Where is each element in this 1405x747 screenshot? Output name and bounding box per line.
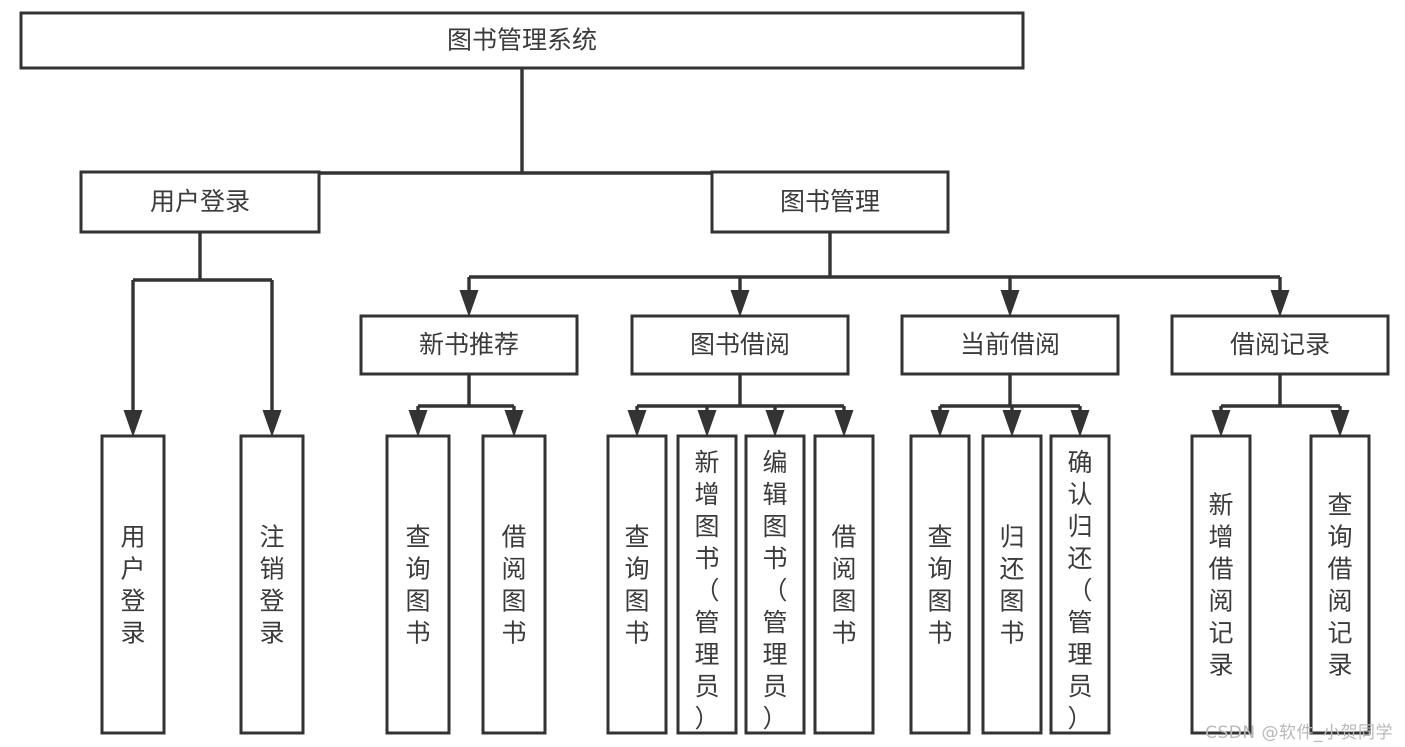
node-label-leaf-add-book: 新增图书（管理员）	[694, 448, 719, 733]
node-box-leaf-confirm-return	[1049, 434, 1111, 735]
arrow-head-leaf-user-logout	[262, 410, 282, 437]
node-label-leaf-edit-book: 编辑图书（管理员）	[762, 448, 787, 733]
node-current-borrow[interactable]: 当前借阅	[900, 314, 1120, 376]
node-label-leaf-borrow-book-1: 借阅图书	[501, 522, 526, 647]
node-box-root	[19, 11, 1025, 70]
node-box-leaf-user-logout	[239, 434, 305, 735]
node-label-user-login: 用户登录	[150, 187, 250, 216]
arrow-head-current-borrow	[1000, 290, 1020, 317]
node-book-management[interactable]: 图书管理	[710, 170, 950, 234]
arrow-head-leaf-query-book-2	[627, 410, 647, 437]
node-leaf-query-book-2[interactable]: 查询图书	[606, 434, 668, 735]
node-label-leaf-user-logout: 注销登录	[259, 522, 284, 647]
node-box-leaf-return-book	[981, 434, 1043, 735]
node-leaf-user-login[interactable]: 用户登录	[100, 434, 166, 735]
node-box-leaf-borrow-book-1	[481, 434, 547, 735]
node-leaf-edit-book[interactable]: 编辑图书（管理员）	[744, 434, 806, 735]
node-leaf-confirm-return[interactable]: 确认归还（管理员）	[1049, 434, 1111, 735]
node-box-leaf-query-record	[1309, 434, 1371, 735]
arrow-head-leaf-query-book-1	[408, 410, 428, 437]
node-leaf-user-logout[interactable]: 注销登录	[239, 434, 305, 735]
node-label-leaf-user-login: 用户登录	[120, 522, 145, 647]
node-box-book-management	[710, 170, 950, 234]
arrow-head-leaf-user-login	[123, 410, 143, 437]
node-label-leaf-query-book-1: 查询图书	[405, 522, 430, 647]
node-leaf-borrow-book-1[interactable]: 借阅图书	[481, 434, 547, 735]
arrow-head-borrow-record	[1270, 290, 1290, 317]
arrow-head-leaf-add-record	[1211, 410, 1231, 437]
node-root[interactable]: 图书管理系统	[19, 11, 1025, 70]
node-label-new-book-recommend: 新书推荐	[419, 330, 519, 359]
node-box-leaf-add-record	[1190, 434, 1252, 735]
node-new-book-recommend[interactable]: 新书推荐	[359, 314, 579, 376]
node-label-current-borrow: 当前借阅	[960, 330, 1060, 359]
arrow-head-new-book-recommend	[459, 290, 479, 317]
node-box-borrow-record	[1170, 314, 1390, 376]
node-leaf-return-book[interactable]: 归还图书	[981, 434, 1043, 735]
connectors-layer	[123, 68, 1350, 437]
node-box-leaf-query-book-2	[606, 434, 668, 735]
watermark: CSDN @软件_小贺同学	[1205, 723, 1393, 743]
arrow-head-leaf-borrow-book-2	[834, 410, 854, 437]
arrow-head-leaf-query-record	[1330, 410, 1350, 437]
node-label-leaf-query-book-2: 查询图书	[624, 522, 649, 647]
node-box-leaf-query-book-1	[385, 434, 451, 735]
nodes-layer: 图书管理系统用户登录图书管理新书推荐图书借阅当前借阅借阅记录用户登录注销登录查询…	[19, 11, 1390, 735]
node-label-leaf-query-record: 查询借阅记录	[1327, 490, 1352, 679]
node-leaf-add-record[interactable]: 新增借阅记录	[1190, 434, 1252, 735]
node-box-leaf-user-login	[100, 434, 166, 735]
node-label-leaf-return-book: 归还图书	[999, 522, 1024, 647]
node-box-leaf-edit-book	[744, 434, 806, 735]
node-label-book-borrow: 图书借阅	[690, 330, 790, 359]
arrow-head-leaf-return-book	[1002, 410, 1022, 437]
arrow-head-book-borrow	[730, 290, 750, 317]
node-label-leaf-borrow-book-2: 借阅图书	[831, 522, 856, 647]
node-box-user-login	[79, 170, 321, 234]
node-box-leaf-add-book	[676, 434, 738, 735]
node-label-leaf-add-record: 新增借阅记录	[1208, 490, 1233, 679]
node-label-leaf-confirm-return: 确认归还（管理员）	[1067, 448, 1092, 733]
node-borrow-record[interactable]: 借阅记录	[1170, 314, 1390, 376]
node-user-login[interactable]: 用户登录	[79, 170, 321, 234]
node-leaf-query-book-3[interactable]: 查询图书	[909, 434, 971, 735]
node-leaf-query-record[interactable]: 查询借阅记录	[1309, 434, 1371, 735]
node-box-book-borrow	[630, 314, 850, 376]
node-leaf-borrow-book-2[interactable]: 借阅图书	[813, 434, 875, 735]
node-label-root: 图书管理系统	[447, 26, 597, 55]
node-book-borrow[interactable]: 图书借阅	[630, 314, 850, 376]
arrow-head-leaf-add-book	[697, 410, 717, 437]
node-box-current-borrow	[900, 314, 1120, 376]
node-box-leaf-query-book-3	[909, 434, 971, 735]
node-label-book-management: 图书管理	[780, 187, 880, 216]
arrow-head-leaf-query-book-3	[930, 410, 950, 437]
node-leaf-add-book[interactable]: 新增图书（管理员）	[676, 434, 738, 735]
node-label-borrow-record: 借阅记录	[1230, 330, 1330, 359]
node-box-new-book-recommend	[359, 314, 579, 376]
arrow-head-leaf-confirm-return	[1070, 410, 1090, 437]
arrow-head-leaf-edit-book	[765, 410, 785, 437]
node-label-leaf-query-book-3: 查询图书	[927, 522, 952, 647]
node-box-leaf-borrow-book-2	[813, 434, 875, 735]
arrow-head-leaf-borrow-book-1	[504, 410, 524, 437]
node-leaf-query-book-1[interactable]: 查询图书	[385, 434, 451, 735]
